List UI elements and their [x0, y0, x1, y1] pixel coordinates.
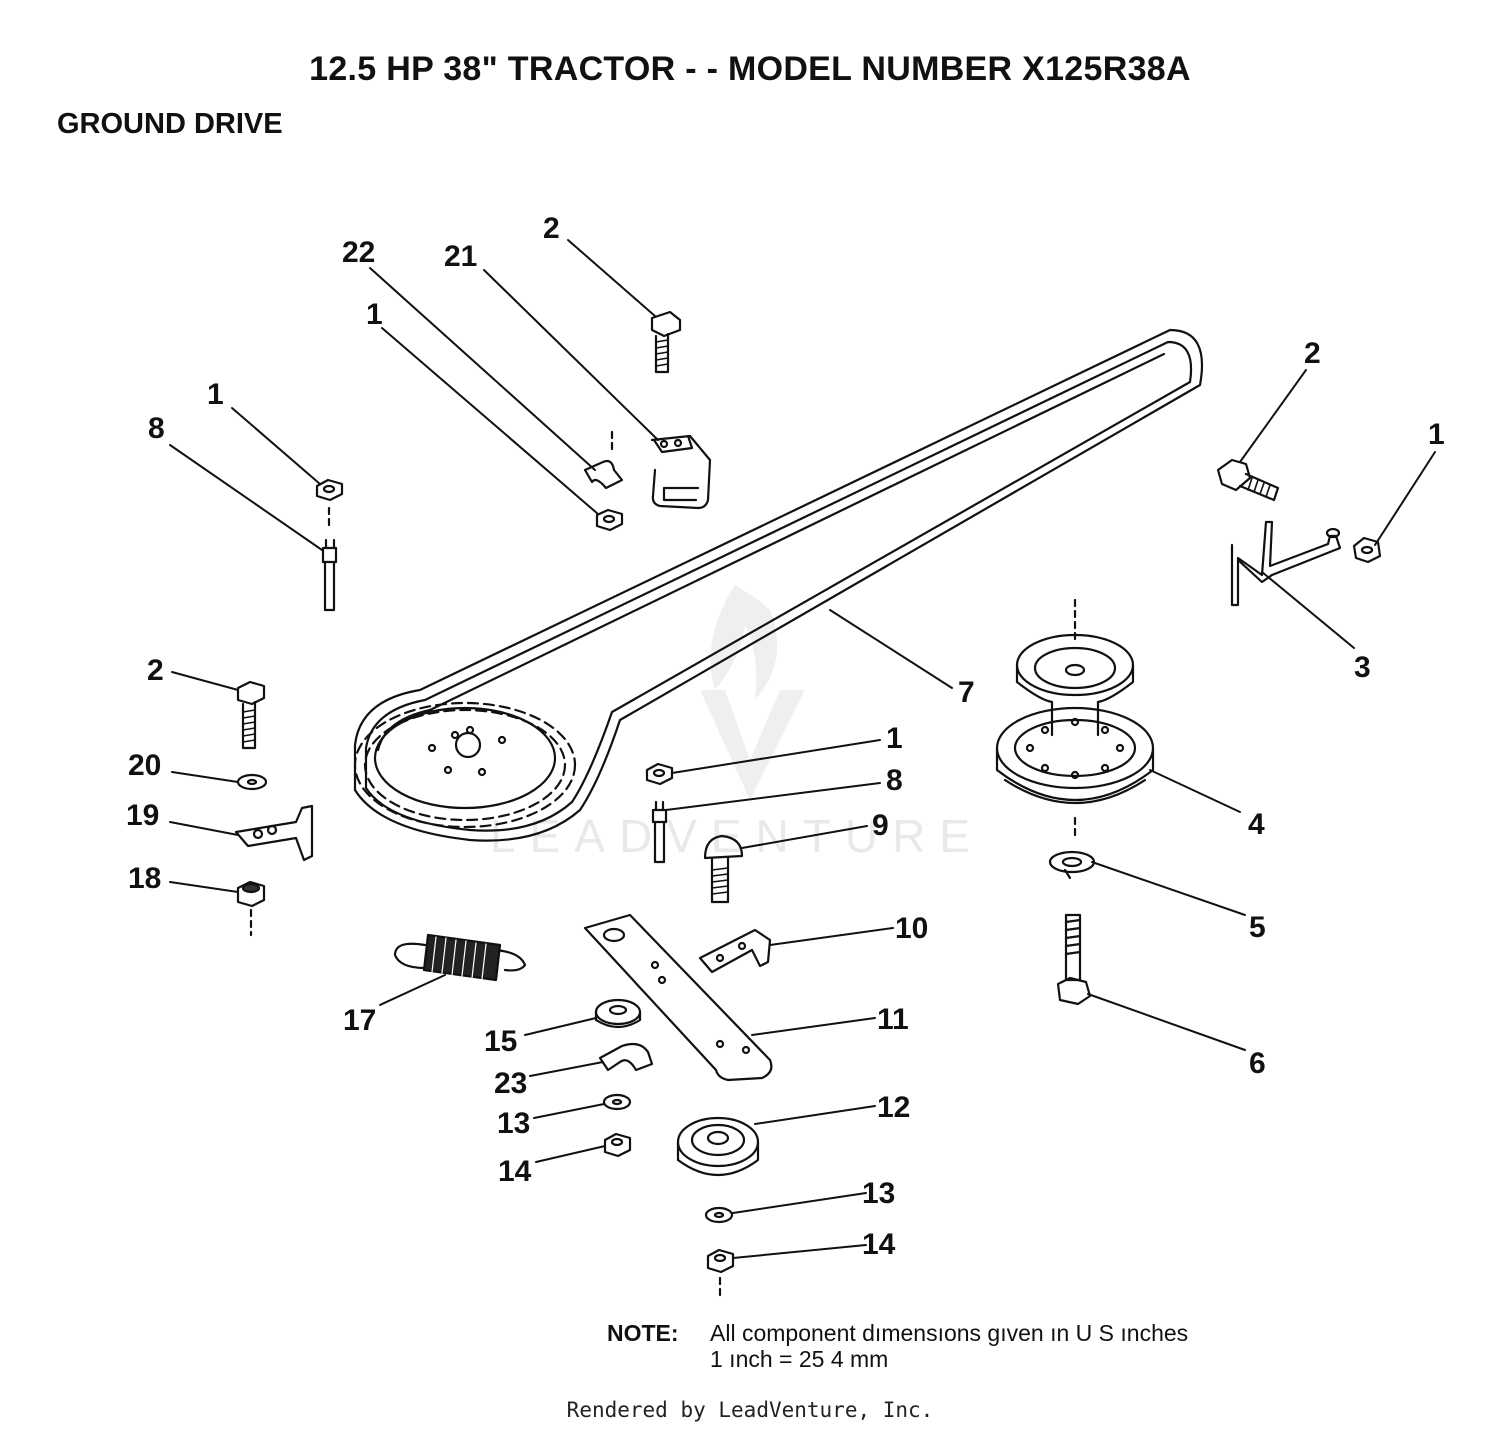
callout-label: 5 [1249, 911, 1266, 944]
callout-label: 1 [207, 378, 224, 411]
note-label: NOTE: [607, 1320, 679, 1346]
clip-part-23-lower [598, 1042, 654, 1072]
spacer-part-17 [594, 998, 642, 1029]
bracket-part-20 [234, 804, 314, 862]
callout-numbers: 2 22 21 1 1 8 2 20 19 18 17 15 23 13 14 … [126, 212, 1445, 1261]
spring-part-18 [393, 933, 527, 982]
callout-label: 2 [147, 654, 164, 687]
callout-label: 23 [494, 1067, 527, 1100]
callout-label: 2 [543, 212, 560, 245]
nut-part-1-upper [595, 508, 624, 532]
drive-belt [353, 328, 1204, 842]
stud-part-8-left [321, 538, 338, 612]
bolt-part-6 [1056, 913, 1092, 1006]
callout-label: 6 [1249, 1047, 1266, 1080]
callout-label: 13 [862, 1177, 895, 1210]
callout-label: 1 [886, 722, 903, 755]
rod-part-3 [1230, 520, 1342, 607]
callout-label: 9 [872, 809, 889, 842]
callout-label: 17 [343, 1004, 376, 1037]
locknut-part-19 [236, 880, 266, 937]
callout-label: 10 [895, 912, 928, 945]
section-subtitle: GROUND DRIVE [57, 108, 283, 140]
callout-label: 22 [342, 236, 375, 269]
nut-part-15 [603, 1132, 632, 1158]
callout-label: 8 [148, 412, 165, 445]
callout-label: 14 [862, 1228, 896, 1261]
callout-label: 8 [886, 764, 903, 797]
render-credit: Rendered by LeadVenture, Inc. [566, 1398, 934, 1422]
washer-part-21 [236, 773, 268, 791]
bracket-part-10 [698, 928, 772, 974]
callout-label: 21 [444, 240, 477, 273]
callout-label: 4 [1248, 808, 1265, 841]
callout-label: 3 [1354, 651, 1371, 684]
double-pulley-part-4 [995, 598, 1155, 842]
clip-part-23-top [583, 430, 624, 490]
watermark-text: LEADVENTURE [490, 810, 984, 862]
idler-arm-part-11 [583, 913, 773, 1082]
bolt-part-2-right [1216, 458, 1280, 502]
note-line-2: 1 ınch = 25 4 mm [710, 1346, 889, 1372]
callout-label: 7 [958, 676, 975, 709]
nut-part-1-mid [645, 762, 674, 786]
nut-part-1-right [1352, 536, 1382, 564]
callout-label: 13 [497, 1107, 530, 1140]
stud-part-8-mid [651, 800, 668, 864]
carriage-bolt-part-9 [703, 834, 744, 904]
washer-part-13-left [602, 1093, 632, 1111]
leader-lines [169, 239, 1436, 1259]
callout-label: 1 [1428, 418, 1445, 451]
nut-part-1-left [315, 478, 344, 532]
callout-label: 15 [484, 1025, 517, 1058]
callout-label: 1 [366, 298, 383, 331]
main-pulley [353, 701, 577, 829]
callout-label: 18 [128, 862, 161, 895]
callout-label: 20 [128, 749, 161, 782]
callout-label: 14 [498, 1155, 532, 1188]
nut-part-14 [706, 1248, 735, 1297]
units-note: NOTE: All component dımensıons gıven ın U… [607, 1320, 1188, 1372]
callout-label: 11 [877, 1003, 909, 1036]
callout-label: 12 [877, 1091, 910, 1124]
note-line-1: All component dımensıons gıven ın U S ın… [710, 1320, 1189, 1346]
bolt-part-2-left [236, 680, 266, 750]
page-title: 12.5 HP 38" TRACTOR - - MODEL NUMBER X12… [309, 50, 1191, 88]
lock-washer-part-5 [1048, 850, 1096, 880]
idler-pulley-part-12 [676, 1116, 760, 1177]
bracket-part-22 [650, 434, 712, 510]
bolt-top [650, 310, 682, 374]
callout-label: 19 [126, 799, 159, 832]
callout-label: 2 [1304, 337, 1321, 370]
watermark-logo: LEADVENTURE [490, 585, 984, 862]
washer-part-13-lower [704, 1206, 734, 1224]
